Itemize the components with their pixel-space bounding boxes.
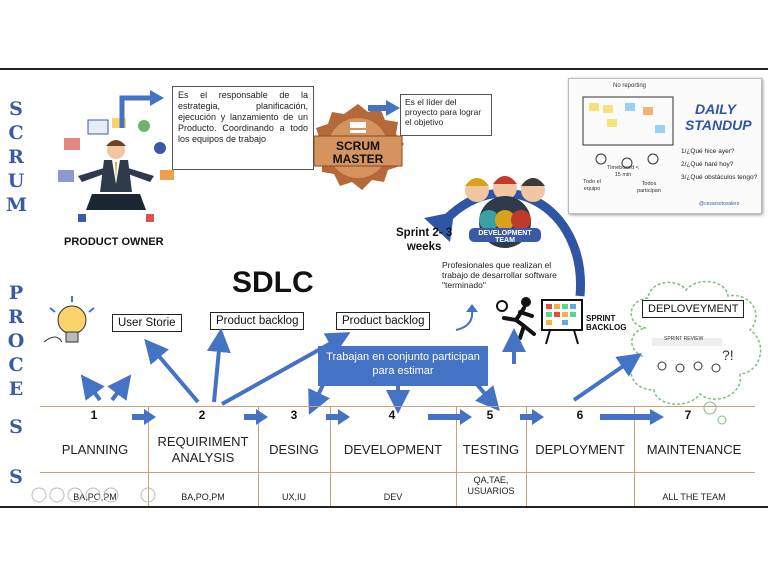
sprint-board-icon: [541, 299, 583, 345]
product-owner-illustration: [58, 118, 174, 222]
table-divider: [148, 406, 149, 506]
zoom-icon: [85, 487, 101, 503]
scrum-master-title: SCRUM MASTER: [314, 140, 402, 166]
development-team-description: Profesionales que realizan el trabajo de…: [442, 260, 557, 290]
sidebar-letter: P: [8, 282, 24, 304]
daily-standup-image: No reporting Timeboxed < 15 min Todo el …: [568, 78, 762, 214]
table-divider: [330, 406, 331, 506]
standup-note-team: Todos participan: [637, 181, 661, 194]
phase-name: DEVELOPMENT: [343, 442, 443, 457]
table-divider: [456, 406, 457, 506]
media-controls[interactable]: [30, 486, 160, 504]
user-storie-box: User Storie: [112, 314, 182, 332]
pen-icon: [67, 487, 83, 503]
phase-number: 7: [684, 408, 692, 422]
product-owner-description: Es el responsable de la estrategia, plan…: [172, 86, 314, 170]
phase-number: 2: [198, 408, 206, 422]
sidebar-letter: E: [8, 378, 24, 400]
phase-number: 4: [388, 408, 396, 422]
phase-flow-arrows: [132, 409, 664, 425]
product-backlog-box-1: Product backlog: [210, 312, 305, 330]
curved-arrow-icon: [455, 304, 478, 331]
standup-note-top: No reporting: [613, 83, 647, 89]
scrum-master-description: Es el líder del proyecto para lograr el …: [400, 94, 492, 136]
standup-note-timebox: Timeboxed < 15 min: [607, 165, 639, 178]
phase-number: 1: [90, 408, 98, 422]
table-divider: [634, 406, 635, 506]
sidebar-letter: C: [8, 354, 24, 376]
phase-roles: BA,PO,PM: [181, 492, 225, 502]
deployment-box: DEPLOVEYMENT: [642, 300, 745, 318]
phase-roles: QA,TAE, USUARIOS: [467, 475, 515, 496]
phase-number: 3: [290, 408, 298, 422]
standup-title: DAILY STANDUP: [685, 101, 752, 133]
sidebar-letter: M: [6, 194, 28, 216]
phase-name: REQUIRIMENT ANALYSIS: [157, 434, 249, 465]
table-top-border: [40, 406, 755, 407]
phase-number: 5: [486, 408, 494, 422]
sidebar-letter: R: [8, 146, 24, 168]
sidebar-letter: S: [9, 98, 23, 120]
more-icon: [140, 487, 156, 503]
phase-name: DESING: [269, 442, 319, 457]
phase-roles: UX,IU: [281, 492, 306, 502]
sprint-backlog-label: SPRINT BACKLOG: [586, 314, 627, 332]
prev-icon: [31, 487, 47, 503]
standup-question-2: 2/¿Qué haré hoy?: [681, 161, 734, 168]
development-team-badge: DEVELOPMENT TEAM: [478, 230, 532, 244]
product-backlog-box-2: Product backlog: [336, 312, 431, 330]
table-divider: [526, 406, 527, 506]
scrum-master-line2: MASTER: [332, 152, 384, 166]
phase-name: DEPLOYMENT: [535, 442, 625, 457]
slide: S C R U M P R O C E S S PRODUCT OWNER: [0, 68, 768, 508]
table-mid-border: [40, 472, 755, 473]
phase-roles: ALL THE TEAM: [662, 492, 726, 502]
next-icon: [49, 487, 65, 503]
standup-question-3: 3/¿Qué obstáculos tengo?: [681, 174, 758, 181]
phase-roles: BA,PO,PM: [73, 492, 117, 502]
phase-roles: DEV: [383, 492, 403, 502]
standup-credit: @cesarsotovalero: [699, 201, 740, 207]
standup-note-all: Todo el equipo: [583, 179, 601, 192]
phase-name: PLANNING: [61, 442, 129, 457]
sprint-duration-line1: Sprint 2- 3: [396, 227, 453, 239]
arrow-right-icon: [368, 100, 400, 116]
standup-question-1: 1/¿Qué hice ayer?: [681, 148, 735, 155]
table-divider: [258, 406, 259, 506]
product-owner-label: PRODUCT OWNER: [64, 236, 164, 248]
bent-arrow-icon: [119, 90, 164, 128]
sidebar-letter: R: [8, 306, 24, 328]
standup-title-line1: DAILY: [695, 101, 736, 117]
standup-board-sketch: [582, 96, 674, 169]
scrum-master-badge: [313, 104, 404, 190]
scrum-master-line1: SCRUM: [336, 139, 380, 153]
phase-number: 6: [576, 408, 584, 422]
sidebar-letter: S: [9, 466, 23, 488]
menu-icon: [103, 487, 119, 503]
sdlc-title: SDLC: [232, 266, 314, 299]
connector-arrows: [80, 328, 642, 415]
standup-questions: 1/¿Qué hice ayer? 2/¿Qué haré hoy? 3/¿Qu…: [681, 145, 757, 184]
development-team-illustration: [465, 176, 545, 248]
sprint-review-label: SPRINT REVIEW: [664, 336, 704, 342]
runner-icon: [496, 297, 536, 340]
phase-name: TESTING: [462, 442, 520, 457]
sprint-duration: Sprint 2- 3 weeks: [396, 226, 452, 254]
sidebar-letter: C: [8, 122, 24, 144]
sprint-duration-line2: weeks: [406, 241, 442, 253]
standup-title-line2: STANDUP: [685, 117, 752, 133]
lightbulb-icon: [43, 296, 95, 343]
sidebar-letter: U: [7, 170, 25, 192]
phase-name: MAINTENANCE: [646, 442, 742, 457]
svg-text:?!: ?!: [722, 347, 734, 363]
sidebar-letter: S: [9, 416, 23, 438]
sidebar-letter: O: [7, 330, 25, 352]
